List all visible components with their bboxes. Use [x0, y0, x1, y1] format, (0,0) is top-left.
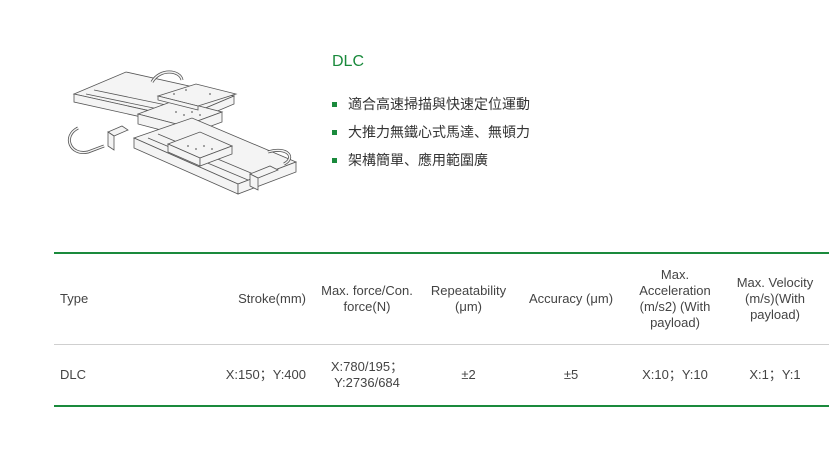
- cell-repeatability: ±2: [461, 366, 476, 382]
- product-info: DLC 適合高速掃描與快速定位運動 大推力無鐵心式馬達、無頓力 架構簡單、應用範…: [332, 52, 802, 174]
- cell-max-force: X:780/195；Y:2736/684: [330, 358, 404, 390]
- header-max-velocity: Max. Velocity (m/s)(With payload): [721, 253, 829, 345]
- square-bullet-icon: [332, 101, 337, 107]
- cell-max-velocity: X:1；Y:1: [749, 366, 801, 382]
- cell-type: DLC: [60, 366, 87, 382]
- xy-stage-product-image: [67, 70, 298, 195]
- cell-max-acceleration: X:10；Y:10: [642, 366, 708, 382]
- header-accuracy: Accuracy (μm): [513, 253, 629, 345]
- feature-text: 大推力無鐵心式馬達、無頓力: [348, 124, 530, 140]
- square-bullet-icon: [332, 157, 337, 163]
- spec-table: Type Stroke(mm) Max. force/Con. force(N)…: [54, 252, 829, 407]
- cell-accuracy: ±5: [563, 366, 579, 382]
- feature-list: 適合高速掃描與快速定位運動 大推力無鐵心式馬達、無頓力 架構簡單、應用範圍廣: [332, 90, 802, 174]
- feature-item: 大推力無鐵心式馬達、無頓力: [332, 118, 802, 146]
- feature-item: 適合高速掃描與快速定位運動: [332, 90, 802, 118]
- header-repeatability: Repeatability (μm): [424, 253, 513, 345]
- header-max-force: Max. force/Con. force(N): [310, 253, 424, 345]
- header-type: Type: [54, 253, 174, 345]
- table-row: DLC X:150；Y:400 X:780/195；Y:2736/684 ±2 …: [54, 344, 829, 406]
- feature-text: 適合高速掃描與快速定位運動: [348, 96, 530, 112]
- product-title: DLC: [332, 53, 365, 70]
- header-max-acceleration: Max. Acceleration (m/s2) (With payload): [629, 253, 721, 345]
- feature-item: 架構簡單、應用範圍廣: [332, 146, 802, 174]
- feature-text: 架構簡單、應用範圍廣: [348, 152, 488, 168]
- table-header-row: Type Stroke(mm) Max. force/Con. force(N)…: [54, 253, 829, 345]
- header-stroke: Stroke(mm): [174, 253, 310, 345]
- square-bullet-icon: [332, 129, 337, 135]
- cell-stroke: X:150；Y:400: [225, 366, 306, 382]
